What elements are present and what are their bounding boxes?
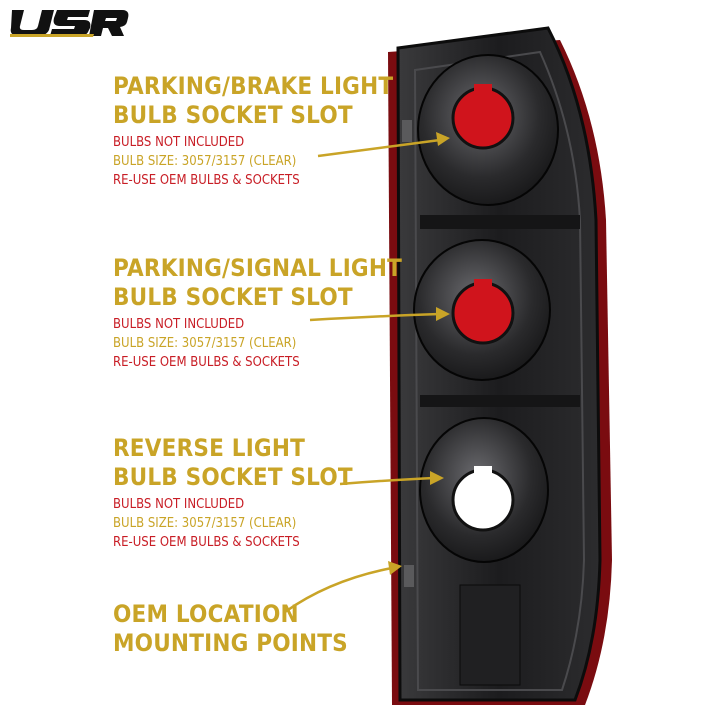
callout-signal-light: PARKING/SIGNAL LIGHT BULB SOCKET SLOT BU… <box>113 254 434 372</box>
brand-logo <box>10 10 129 37</box>
callout-note: BULBS NOT INCLUDED <box>113 497 245 512</box>
callout-note: BULB SIZE: 3057/3157 (CLEAR) <box>113 154 297 169</box>
callout-title: BULB SOCKET SLOT <box>113 463 353 491</box>
callout-mounting-points: OEM LOCATION MOUNTING POINTS <box>113 600 374 658</box>
brake-socket-slot <box>451 86 515 150</box>
callout-title: MOUNTING POINTS <box>113 629 348 657</box>
reverse-socket-slot <box>451 468 515 532</box>
callout-title: BULB SOCKET SLOT <box>113 283 353 311</box>
mounting-tab <box>404 565 414 587</box>
callout-note: BULBS NOT INCLUDED <box>113 317 245 332</box>
callout-title: OEM LOCATION <box>113 600 299 628</box>
callout-note: RE-USE OEM BULBS & SOCKETS <box>113 355 300 370</box>
callout-title: REVERSE LIGHT <box>113 434 306 462</box>
mounting-tab <box>402 120 412 142</box>
callout-note: RE-USE OEM BULBS & SOCKETS <box>113 173 300 188</box>
callout-title: PARKING/BRAKE LIGHT <box>113 72 394 100</box>
callout-brake-light: PARKING/BRAKE LIGHT BULB SOCKET SLOT BUL… <box>113 72 424 190</box>
callout-reverse-light: REVERSE LIGHT BULB SOCKET SLOT BULBS NOT… <box>113 434 379 552</box>
callout-title: BULB SOCKET SLOT <box>113 101 353 129</box>
callout-title: PARKING/SIGNAL LIGHT <box>113 254 403 282</box>
callout-note: BULB SIZE: 3057/3157 (CLEAR) <box>113 516 297 531</box>
callout-note: BULB SIZE: 3057/3157 (CLEAR) <box>113 336 297 351</box>
signal-socket-slot <box>451 281 515 345</box>
callout-note: RE-USE OEM BULBS & SOCKETS <box>113 535 300 550</box>
callout-note: BULBS NOT INCLUDED <box>113 135 245 150</box>
